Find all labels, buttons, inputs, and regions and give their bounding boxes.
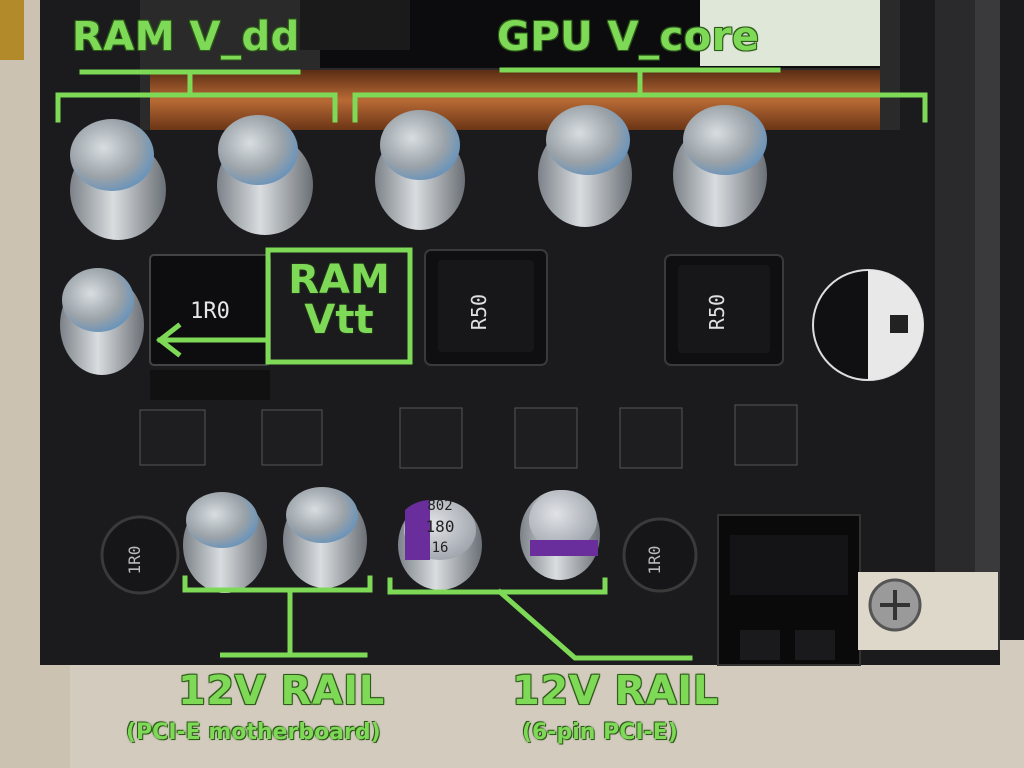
label-12v-rail-6pin-sub: (6-pin PCI-E)	[522, 720, 678, 745]
inductor-1r0: 1R0	[149, 254, 271, 400]
label-ram-vtt: RAM Vtt	[272, 260, 406, 340]
inductor-r50-left: R50	[424, 249, 548, 366]
annotation-lines	[55, 67, 928, 661]
inductor-small-left-label: 1R0	[125, 546, 144, 575]
mosfet-row	[139, 404, 798, 469]
label-12v-rail-6pin: 12V RAIL	[512, 668, 719, 714]
inductor-r50-right-label: R50	[705, 294, 729, 330]
inductor-small-left: 1R0	[100, 515, 180, 595]
inductor-small-right-label: 1R0	[645, 546, 664, 575]
label-ram-vtt-line2: Vtt	[304, 297, 374, 343]
inductor-1r0-label: 1R0	[190, 299, 230, 324]
pcie-6pin-connector	[717, 514, 861, 666]
inductor-r50-left-label: R50	[467, 294, 491, 330]
buzzer	[812, 269, 924, 381]
label-ram-vtt-line1: RAM	[288, 257, 390, 303]
purple-cap-code: 802	[427, 498, 452, 514]
label-ram-vdd: RAM V_dd	[72, 14, 300, 60]
capacitor-row-bottom: 802 180 16	[183, 487, 600, 593]
purple-cap-voltage: 16	[432, 540, 449, 556]
mounting-screw	[858, 572, 998, 650]
inductor-r50-right: R50	[664, 254, 784, 366]
inductor-small-right: 1R0	[622, 517, 698, 593]
label-12v-rail-pcie-motherboard-sub: (PCI-E motherboard)	[126, 720, 381, 745]
capacitor-row-top	[60, 105, 767, 375]
purple-cap-value: 180	[426, 517, 455, 536]
label-gpu-vcore: GPU V_core	[497, 14, 760, 60]
label-12v-rail-pcie-motherboard: 12V RAIL	[178, 668, 385, 714]
